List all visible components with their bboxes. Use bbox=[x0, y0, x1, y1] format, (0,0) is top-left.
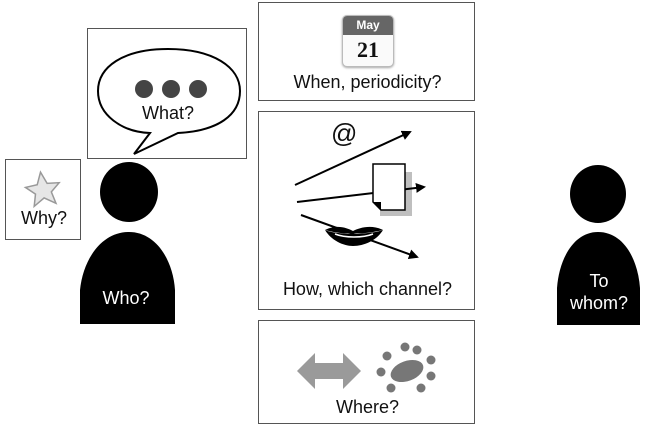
document-icon bbox=[372, 163, 412, 216]
why-label: Why? bbox=[20, 208, 67, 228]
person-silhouette-icon bbox=[557, 165, 640, 325]
speech-bubble-icon bbox=[96, 47, 242, 155]
person-silhouette-icon bbox=[80, 162, 175, 324]
where-box: Where? bbox=[258, 320, 475, 424]
calendar-day: 21 bbox=[357, 37, 379, 62]
email-at-icon: @ bbox=[331, 118, 358, 148]
receiver-label-line2: whom? bbox=[569, 293, 629, 313]
network-cluster-icon bbox=[376, 342, 436, 393]
star-icon bbox=[23, 170, 61, 209]
why-box: Why? bbox=[5, 159, 81, 240]
where-label: Where? bbox=[335, 397, 400, 417]
what-box: What? bbox=[87, 28, 247, 159]
how-label: How, which channel? bbox=[282, 279, 453, 299]
when-label: When, periodicity? bbox=[293, 72, 442, 92]
when-box: May 21 When, periodicity? bbox=[258, 2, 475, 101]
sender-label: Who? bbox=[102, 288, 150, 308]
calendar-month: May bbox=[343, 16, 393, 35]
email-arrow bbox=[294, 130, 412, 186]
channel-arrows bbox=[294, 130, 426, 259]
calendar-icon: May 21 bbox=[342, 15, 394, 67]
what-label: What? bbox=[141, 103, 195, 123]
receiver-label-line1: To bbox=[589, 271, 609, 291]
lips-icon bbox=[325, 226, 383, 246]
how-box: @ How, which channel? bbox=[258, 111, 475, 310]
double-arrow-icon bbox=[297, 353, 361, 389]
